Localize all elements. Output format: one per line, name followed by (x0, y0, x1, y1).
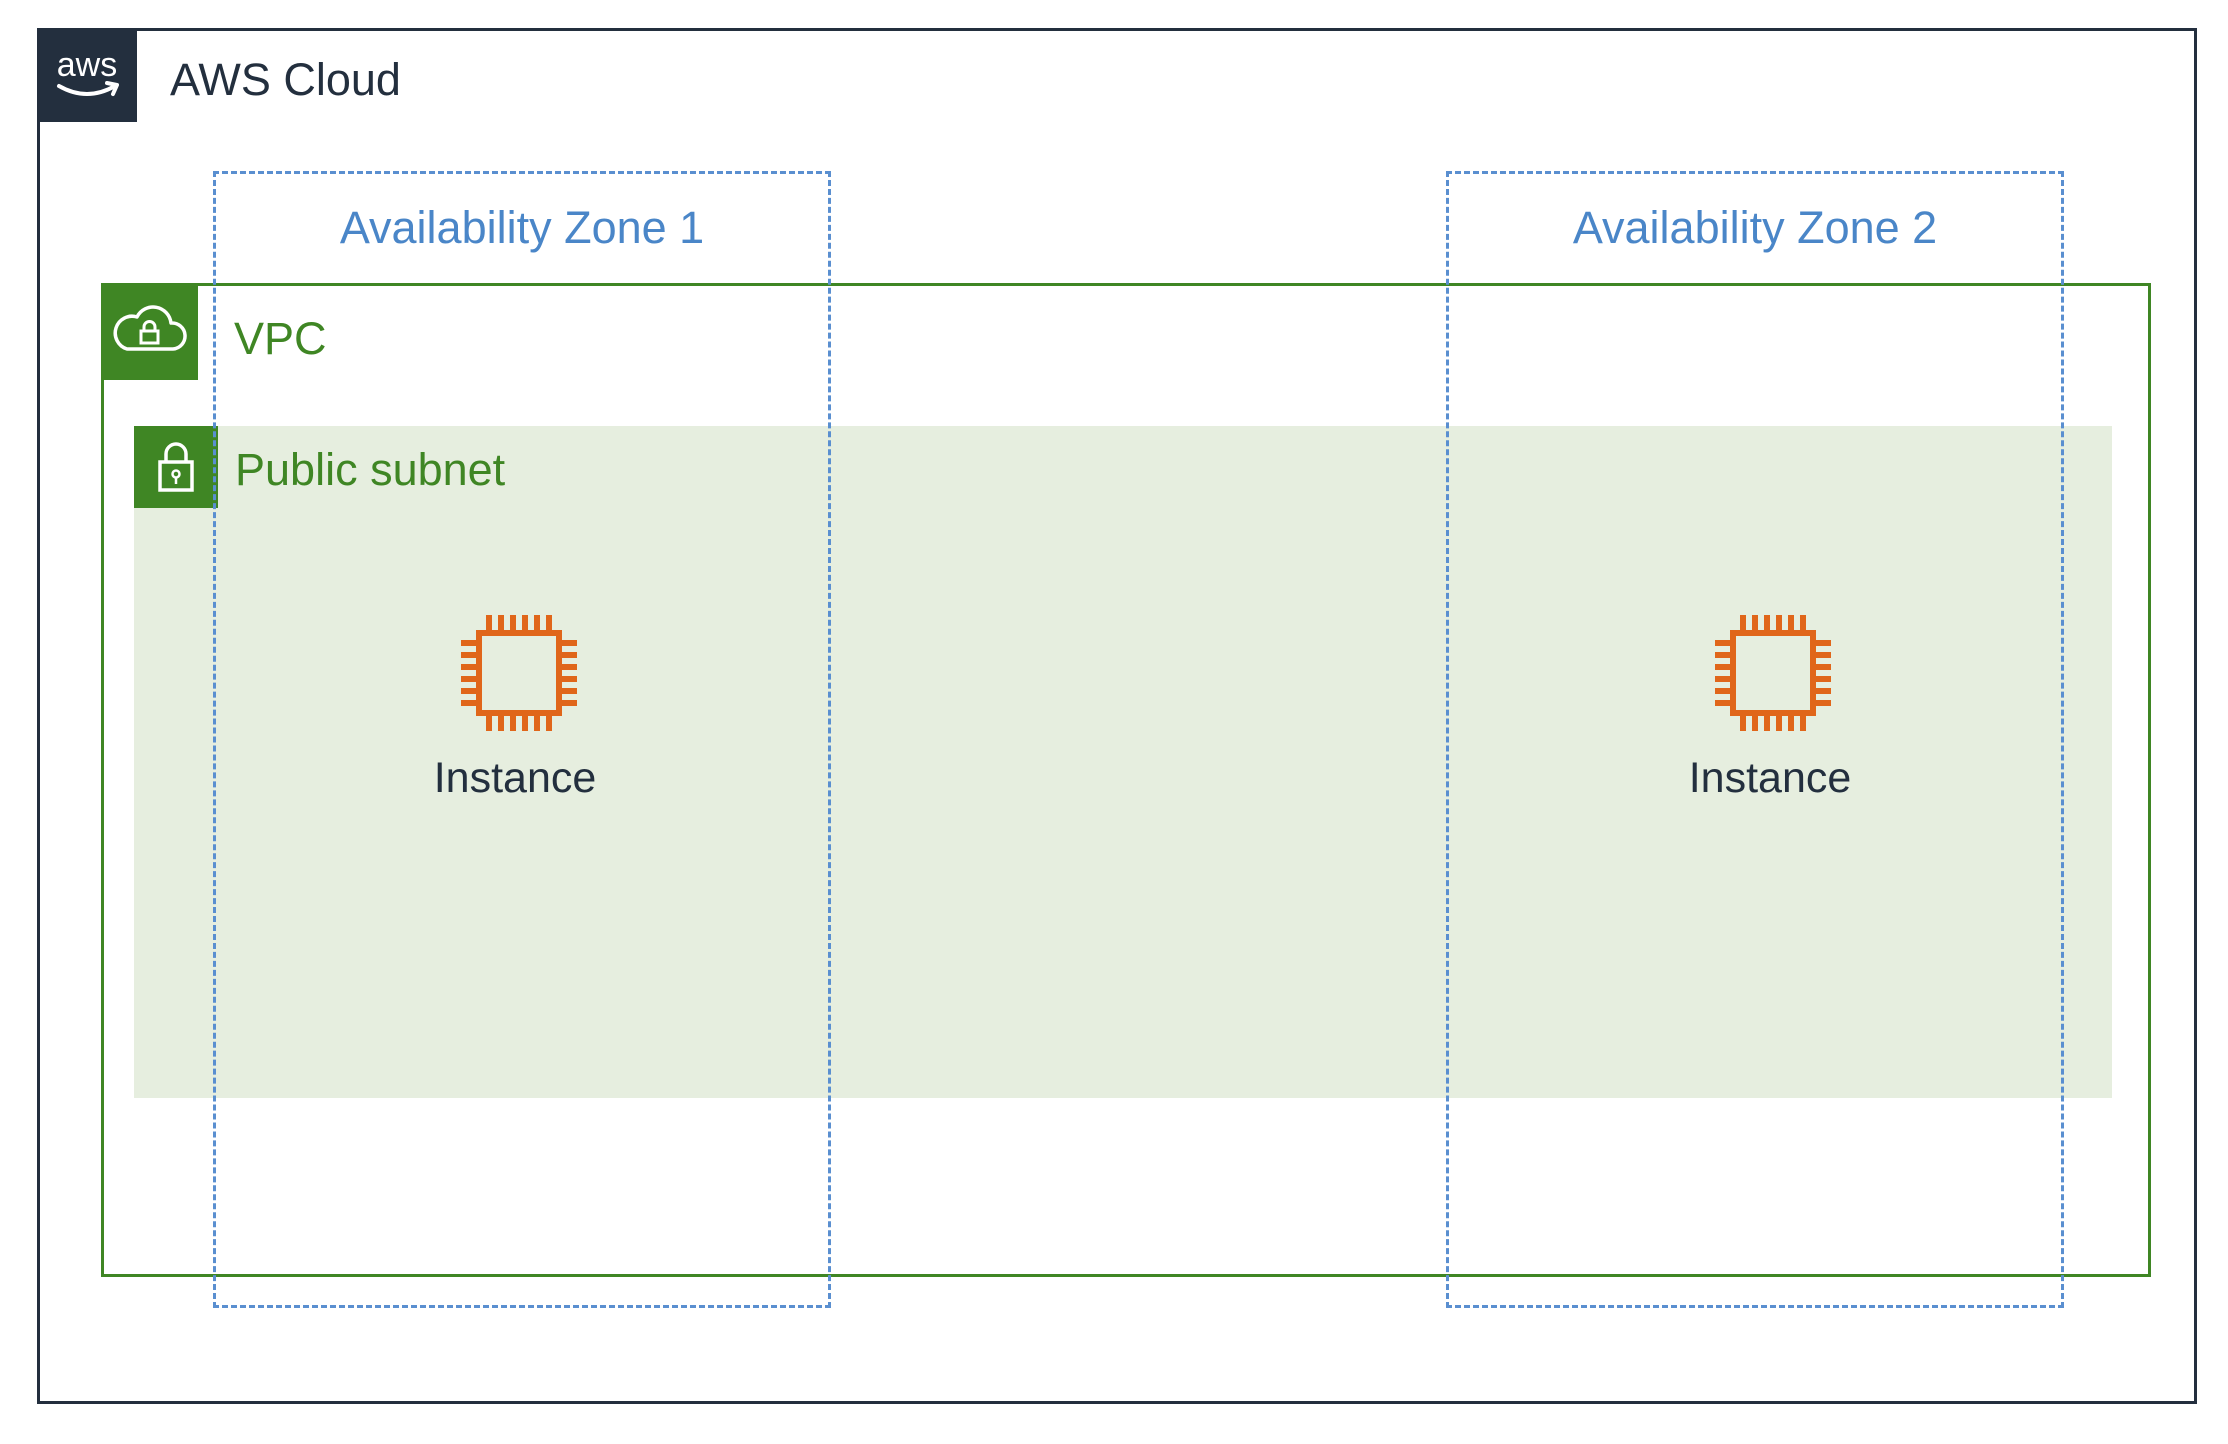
availability-zone-2-title: Availability Zone 2 (1572, 202, 1938, 253)
vpc-title: VPC (234, 313, 327, 364)
availability-zone-1-title: Availability Zone 1 (339, 202, 705, 253)
padlock-icon (134, 426, 218, 508)
aws-cloud-title: AWS Cloud (170, 54, 401, 105)
aws-logo-icon: aws (37, 28, 137, 122)
instance-label: Instance (433, 754, 597, 802)
ec2-instance-chip-icon (1703, 603, 1843, 743)
public-subnet-group (134, 426, 2112, 1098)
availability-zone-1 (213, 171, 831, 1308)
vpc-group (101, 283, 2151, 1277)
public-subnet-title: Public subnet (235, 444, 506, 495)
ec2-instance-chip-icon (449, 603, 589, 743)
vpc-cloud-lock-icon (101, 283, 198, 380)
aws-cloud-group (37, 28, 2197, 1404)
instance-label: Instance (1688, 754, 1852, 802)
aws-logo-text: aws (57, 46, 117, 84)
availability-zone-2 (1446, 171, 2064, 1308)
